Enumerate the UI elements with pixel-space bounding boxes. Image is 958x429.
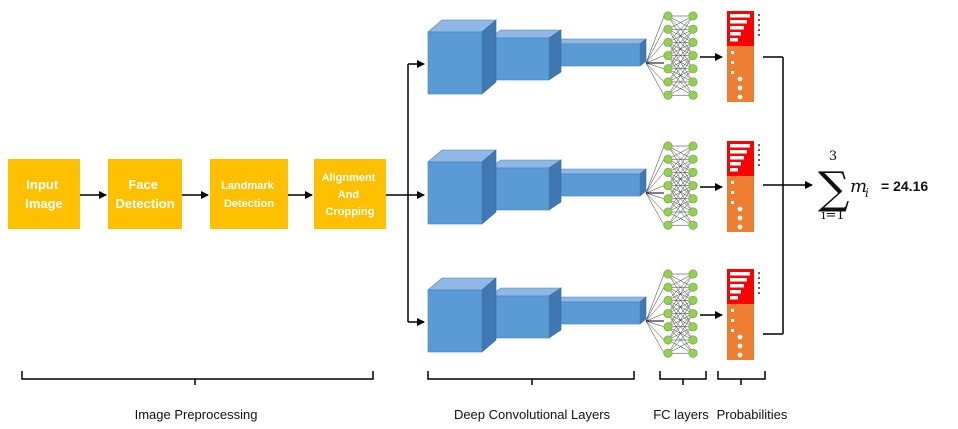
step-alignment-cropping: Alignment And Cropping bbox=[314, 159, 386, 229]
cnn-block-small bbox=[551, 168, 647, 197]
fc-node bbox=[688, 11, 698, 21]
fc-node bbox=[663, 295, 673, 305]
sum-lower-limit: i=1 bbox=[821, 208, 844, 223]
fc-layer bbox=[645, 11, 698, 100]
fc-node bbox=[688, 51, 698, 61]
fc-node bbox=[663, 194, 673, 204]
step-input-image-label: Input Image bbox=[25, 177, 63, 211]
fc-node bbox=[688, 154, 698, 164]
fc-node bbox=[663, 309, 673, 319]
cnn-block-large bbox=[427, 149, 497, 225]
fc-node bbox=[688, 141, 698, 151]
probability-column bbox=[727, 269, 760, 360]
sum-term-subscript: i bbox=[865, 186, 869, 200]
fc-node bbox=[663, 24, 673, 34]
sigma-symbol: ∑ bbox=[818, 163, 849, 214]
fc-node bbox=[688, 181, 698, 191]
fc-node bbox=[663, 269, 673, 279]
fc-layer bbox=[645, 269, 698, 358]
merge-lines bbox=[763, 56, 813, 335]
step-face-detection: Face Detection bbox=[108, 159, 182, 229]
fc-node bbox=[688, 348, 698, 358]
summation-formula: ∑ 3 i=1 m i = 24.16 bbox=[818, 149, 928, 223]
fc-node bbox=[663, 51, 673, 61]
fc-node bbox=[688, 207, 698, 217]
fc-node bbox=[663, 64, 673, 74]
fc-node bbox=[663, 77, 673, 87]
cnn-block-small bbox=[551, 296, 647, 325]
fc-node bbox=[663, 90, 673, 100]
fc-node bbox=[688, 295, 698, 305]
fc-node bbox=[688, 335, 698, 345]
fc-node bbox=[663, 207, 673, 217]
sum-term: m bbox=[850, 176, 867, 197]
cnn-block-large bbox=[427, 277, 497, 353]
fc-node bbox=[688, 37, 698, 47]
preprocessing-steps: Input Image Face Detection Landmark Dete… bbox=[8, 159, 386, 229]
cnn-block-large bbox=[427, 19, 497, 95]
sum-result: = 24.16 bbox=[881, 178, 928, 194]
fc-node bbox=[688, 64, 698, 74]
fc-node bbox=[663, 220, 673, 230]
fc-node bbox=[688, 77, 698, 87]
cnn-block-medium bbox=[488, 29, 562, 81]
branch-1 bbox=[427, 11, 760, 102]
probability-column bbox=[727, 11, 760, 102]
sum-upper-limit: 3 bbox=[829, 149, 837, 164]
fc-node bbox=[663, 181, 673, 191]
fc-node bbox=[663, 335, 673, 345]
fc-node bbox=[688, 269, 698, 279]
cnn-block-small bbox=[551, 38, 647, 67]
fc-node bbox=[663, 348, 673, 358]
step-landmark-detection-label: Landmark Detection bbox=[221, 180, 277, 210]
brace-image-preprocessing bbox=[21, 371, 374, 385]
brace-probabilities bbox=[717, 371, 766, 385]
fc-node bbox=[663, 282, 673, 292]
fc-node bbox=[688, 220, 698, 230]
probability-column bbox=[727, 141, 760, 232]
caption-probabilities: Probabilities bbox=[717, 407, 788, 422]
fc-node bbox=[688, 309, 698, 319]
fc-node bbox=[663, 322, 673, 332]
branch-3 bbox=[427, 269, 760, 360]
cnn-block-medium bbox=[488, 287, 562, 339]
fc-node bbox=[663, 11, 673, 21]
captions: Image Preprocessing Deep Convolutional L… bbox=[135, 407, 788, 422]
branch-split-arrows bbox=[386, 60, 425, 326]
cnn-block-medium bbox=[488, 159, 562, 211]
caption-deep-conv-layers: Deep Convolutional Layers bbox=[454, 407, 611, 422]
fc-node bbox=[688, 282, 698, 292]
fc-node bbox=[663, 37, 673, 47]
caption-image-preprocessing: Image Preprocessing bbox=[135, 407, 258, 422]
fc-node bbox=[688, 90, 698, 100]
branch-2 bbox=[427, 141, 760, 232]
brace-deep-conv-layers bbox=[427, 371, 635, 385]
fc-node bbox=[663, 154, 673, 164]
step-input-image: Input Image bbox=[8, 159, 80, 229]
section-braces bbox=[21, 371, 766, 385]
fc-node bbox=[688, 167, 698, 177]
fc-node bbox=[688, 322, 698, 332]
fc-node bbox=[688, 24, 698, 34]
network-branches bbox=[427, 11, 760, 360]
step-face-detection-label: Face Detection bbox=[115, 177, 174, 211]
step-landmark-detection: Landmark Detection bbox=[210, 159, 288, 229]
brace-fc-layers bbox=[659, 371, 707, 385]
fc-node bbox=[663, 167, 673, 177]
caption-fc-layers: FC layers bbox=[653, 407, 709, 422]
step-alignment-cropping-label: Alignment And Cropping bbox=[322, 172, 379, 218]
fc-layer bbox=[645, 141, 698, 230]
fc-node bbox=[663, 141, 673, 151]
fc-node bbox=[688, 194, 698, 204]
